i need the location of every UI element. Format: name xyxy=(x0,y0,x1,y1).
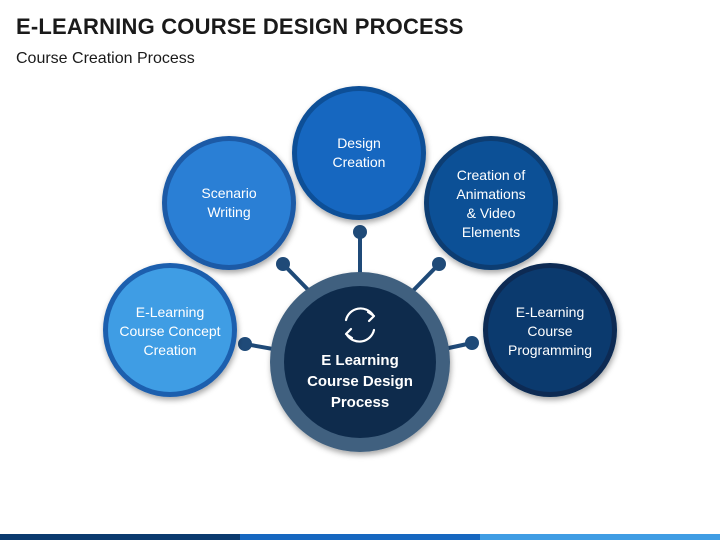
connector-dot-programming xyxy=(465,336,479,350)
stage-label-line: Elements xyxy=(461,224,521,240)
stage-label-line: Creation of xyxy=(456,167,526,183)
stage-label-line: Course Concept xyxy=(119,322,221,339)
stage-label-line: E-Learning xyxy=(135,303,205,320)
stage-label-line: Writing xyxy=(207,204,251,220)
center-label: E Learning Course Design Process xyxy=(295,350,425,413)
stage-label-design: Design Creation xyxy=(299,130,419,176)
stage-label-line: Scenario xyxy=(201,185,257,201)
stage-circle-design-fill xyxy=(297,91,421,215)
stage-label-animations: Creation of Animations & Video Elements xyxy=(431,164,551,244)
stage-circle-scenario-fill xyxy=(167,141,291,265)
stage-label-line: Programming xyxy=(507,341,593,358)
page-title: E-LEARNING COURSE DESIGN PROCESS xyxy=(16,14,464,39)
bottom-accent-bar xyxy=(0,534,720,540)
stage-label-line: Creation xyxy=(332,154,386,170)
stage-circles xyxy=(103,86,617,397)
stage-label-concept: E-Learning Course Concept Creation xyxy=(110,295,230,367)
stage-label-line: & Video xyxy=(466,205,516,221)
stage-label-line: Creation xyxy=(143,341,197,358)
connector-dot-scenario xyxy=(276,257,290,271)
stage-label-line: E-Learning xyxy=(515,303,585,320)
center-label-line: Process xyxy=(330,394,390,411)
stage-circle-concept-fill xyxy=(108,268,232,392)
connector-dot-concept xyxy=(238,337,252,351)
center-circle xyxy=(284,286,436,438)
connector-dot-animations xyxy=(432,257,446,271)
page-subtitle: Course Creation Process xyxy=(16,50,195,67)
bottom-bar-segment xyxy=(0,534,240,540)
stage-circle-programming-fill xyxy=(488,268,612,392)
stage-label-scenario: Scenario Writing xyxy=(169,180,289,226)
stage-label-programming: E-Learning Course Programming xyxy=(490,295,610,367)
bottom-bar-segment xyxy=(240,534,480,540)
refresh-cycle-icon xyxy=(344,307,376,343)
connector-dot-design xyxy=(353,225,367,239)
stage-label-line: Animations xyxy=(456,186,526,202)
center-hub xyxy=(270,272,450,452)
center-label-line: Course Design xyxy=(307,373,413,390)
center-label-line: E Learning xyxy=(321,352,399,369)
stage-circle-animations-fill xyxy=(429,141,553,265)
stage-label-line: Course xyxy=(527,322,573,339)
bottom-bar-segment xyxy=(480,534,720,540)
stage-label-line: Design xyxy=(337,135,381,151)
